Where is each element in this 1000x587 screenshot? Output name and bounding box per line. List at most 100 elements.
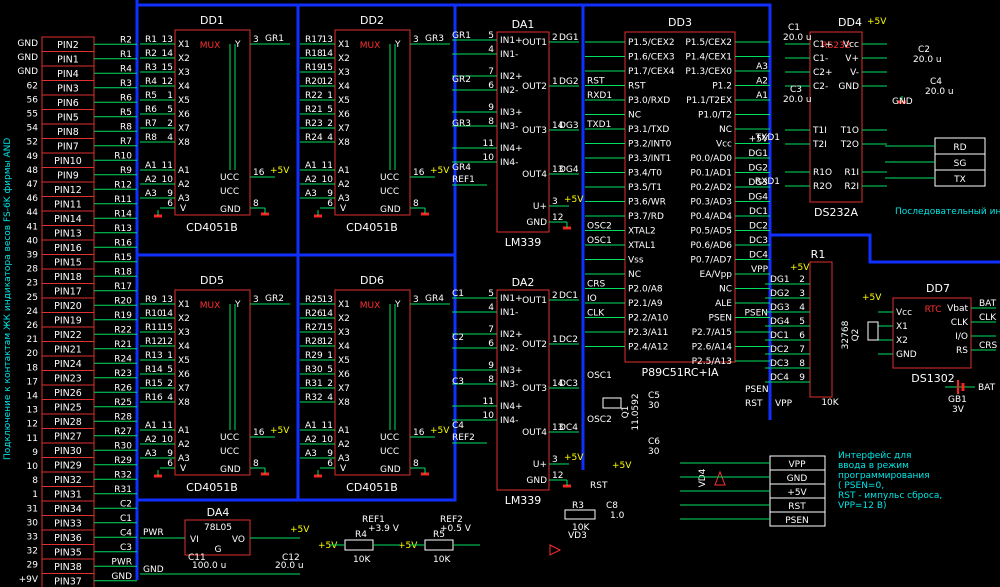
pin-number: 2 bbox=[552, 33, 558, 43]
pin-number: 4 bbox=[488, 45, 494, 55]
input-net: R31 bbox=[305, 379, 323, 389]
connector-left-label: GND bbox=[17, 67, 38, 77]
pin-name: A2 bbox=[178, 440, 190, 450]
input-net: R15 bbox=[145, 379, 163, 389]
mcu-left-pin: P3.5/T1 bbox=[628, 183, 662, 193]
input-net: R6 bbox=[145, 105, 157, 115]
pin-name: UCC bbox=[380, 187, 399, 197]
input-net: C4 bbox=[452, 421, 464, 431]
mcu-left-net: RXD1 bbox=[587, 91, 612, 101]
pin-number: 4 bbox=[167, 393, 173, 403]
connector-net-label: R19 bbox=[114, 311, 132, 321]
pin-name: X2 bbox=[338, 54, 350, 64]
connector-pin-label: PIN5 bbox=[57, 113, 79, 124]
mcu-left-pin: P3.2/INT0 bbox=[628, 140, 672, 150]
addr-net: A1 bbox=[305, 161, 317, 171]
pin-number: 5 bbox=[167, 105, 173, 115]
connector-left-label: 48 bbox=[27, 166, 39, 176]
mcu-left-net: CRS bbox=[587, 280, 606, 290]
rs232-right-pin: R1I bbox=[844, 168, 859, 178]
pin-name: V bbox=[180, 204, 187, 214]
rs232-right-pin: GND bbox=[838, 82, 859, 92]
connector-pin-label: PIN36 bbox=[54, 533, 82, 544]
pwr-net: PWR bbox=[143, 528, 164, 538]
connector-net-label: R23 bbox=[114, 369, 132, 379]
r1-net: DC2 bbox=[770, 345, 789, 355]
chip-dd4: DD4DS232ARS232C1+C1-C2+C2-T1IT2IR1OR2OVc… bbox=[755, 16, 1000, 219]
mcu-right-net: DG4 bbox=[748, 193, 768, 203]
pin-number: 15 bbox=[162, 323, 173, 333]
mcu-left-pin: P3.7/RD bbox=[628, 212, 664, 222]
mcu-right-net: DC1 bbox=[749, 207, 768, 217]
mcu-left-net: TXD1 bbox=[586, 120, 611, 130]
pin-number: 2 bbox=[167, 379, 173, 389]
pin-number: 14 bbox=[162, 309, 174, 319]
output-net: GR1 bbox=[265, 34, 284, 44]
osc-net: OSC2 bbox=[587, 415, 612, 425]
pin-name: IN3+ bbox=[500, 108, 523, 118]
mcu-right-pin: P1.3/CEX0 bbox=[685, 67, 732, 77]
input-net: R14 bbox=[145, 365, 163, 375]
output-net: DC3 bbox=[559, 379, 578, 389]
pin-name: X5 bbox=[338, 96, 350, 106]
connector-net-label: R11 bbox=[114, 195, 132, 205]
mux-label: MUX bbox=[200, 41, 221, 51]
input-net: R29 bbox=[305, 351, 323, 361]
r1-net: DC4 bbox=[770, 373, 789, 383]
supply-label: +5V bbox=[790, 263, 810, 273]
addr-net: A3 bbox=[145, 189, 157, 199]
supply-label: +5V bbox=[564, 453, 584, 463]
connector-pin-label: PIN33 bbox=[54, 519, 82, 530]
pin-number: 3 bbox=[552, 197, 558, 207]
input-net: R10 bbox=[145, 309, 163, 319]
connector-net-label: PWR bbox=[111, 557, 132, 567]
connector-pin-label: PIN11 bbox=[54, 200, 82, 211]
rtc-right-pin: I/O bbox=[955, 332, 968, 342]
mcu-right-pin: P0.3/AD3 bbox=[690, 198, 732, 208]
mcu-right-pin: P1.0/T2 bbox=[698, 111, 732, 121]
pin-number: 15 bbox=[322, 323, 333, 333]
connector-net-label: R7 bbox=[120, 137, 132, 147]
connector-pin-label: PIN25 bbox=[54, 403, 82, 414]
mcu-right-net: DC2 bbox=[749, 222, 768, 232]
chip-part: DS232A bbox=[814, 206, 858, 219]
pin-name: X6 bbox=[338, 370, 350, 380]
connector-left-label: 30 bbox=[27, 518, 39, 528]
mcu-left-pin: XTAL1 bbox=[628, 241, 656, 251]
connector-left-label: 47 bbox=[27, 180, 38, 190]
connector-pin-label: PIN20 bbox=[54, 301, 82, 312]
resistor-r5 bbox=[424, 539, 454, 551]
pin-name: OUT4 bbox=[522, 170, 547, 180]
pin-name: IN1- bbox=[500, 308, 518, 318]
pin-number: 12 bbox=[322, 337, 333, 347]
pin-number: 13 bbox=[162, 35, 173, 45]
pin-number: 9 bbox=[327, 189, 333, 199]
pin-number: 5 bbox=[488, 289, 494, 299]
pin-name: IN1- bbox=[500, 50, 518, 60]
crystal-q2 bbox=[867, 321, 879, 341]
chip-name: DD1 bbox=[200, 14, 224, 27]
pin-number: 10 bbox=[162, 175, 174, 185]
q1-name: Q1 bbox=[621, 406, 631, 419]
pin-name: IN2+ bbox=[500, 72, 523, 82]
mcu-left-pin: P2.2/A10 bbox=[628, 314, 669, 324]
pin-name: A1 bbox=[338, 426, 350, 436]
pin-name: OUT1 bbox=[522, 296, 547, 306]
pin-name: X5 bbox=[338, 356, 350, 366]
crystal-q1 bbox=[602, 397, 622, 409]
pin-number: 7 bbox=[799, 345, 805, 355]
connector-left-label: 1 bbox=[32, 490, 38, 500]
connector-pin-label: PIN38 bbox=[54, 562, 82, 573]
connector-pin-label: PIN9 bbox=[57, 171, 79, 182]
pin-number: 12 bbox=[552, 471, 563, 481]
mcu-right-net: DG2 bbox=[748, 164, 768, 174]
pin-name: V bbox=[340, 204, 347, 214]
pin-name: UCC bbox=[220, 447, 239, 457]
pin-number: 2 bbox=[799, 275, 805, 285]
cap-value: 20.0 u bbox=[783, 95, 812, 105]
connector-pin-label: PIN16 bbox=[54, 243, 82, 254]
pin-number: 7 bbox=[488, 67, 494, 77]
pin-name: OUT2 bbox=[522, 340, 547, 350]
connector-net-label: R9 bbox=[120, 166, 132, 176]
